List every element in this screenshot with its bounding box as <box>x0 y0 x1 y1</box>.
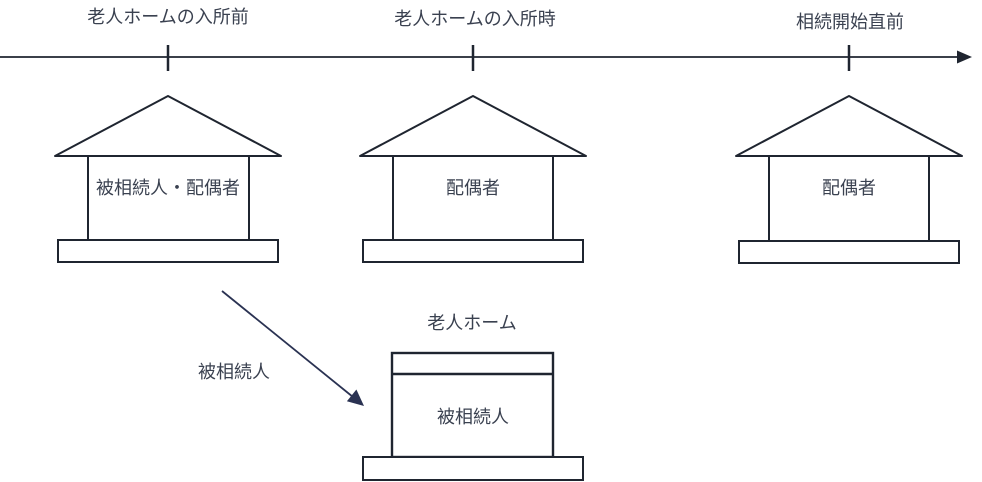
nursing-home-title: 老人ホーム <box>427 313 517 333</box>
nursing-home-occupant-label: 被相続人 <box>437 407 509 427</box>
house-foundation <box>362 239 584 263</box>
move-arrow-label: 被相続人 <box>198 362 270 382</box>
move-arrow-head-icon <box>346 389 364 406</box>
house-occupant-label-3: 配偶者 <box>822 178 876 198</box>
house-roof <box>54 95 282 157</box>
timeline-stage-label-2: 老人ホームの入所時 <box>394 9 556 29</box>
timeline-arrowhead-icon <box>957 50 972 64</box>
nursing-home-building <box>362 351 584 481</box>
house-before-inheritance <box>735 95 963 264</box>
house-roof <box>359 95 587 157</box>
house-at-admission <box>359 95 587 263</box>
building-body <box>390 351 555 459</box>
house-foundation <box>738 240 960 264</box>
move-arrow-line <box>221 290 354 398</box>
house-occupant-label-2: 配偶者 <box>446 178 500 198</box>
house-foundation <box>57 239 279 263</box>
house-occupant-label-1: 被相続人・配偶者 <box>96 178 240 198</box>
move-arrow <box>221 290 364 406</box>
timeline-stage-label-3: 相続開始直前 <box>796 12 904 32</box>
house-roof <box>735 95 963 157</box>
timeline-stage-label-1: 老人ホームの入所前 <box>87 7 249 27</box>
house-before-admission <box>54 95 282 263</box>
timeline <box>0 45 972 71</box>
building-foundation <box>362 456 584 481</box>
